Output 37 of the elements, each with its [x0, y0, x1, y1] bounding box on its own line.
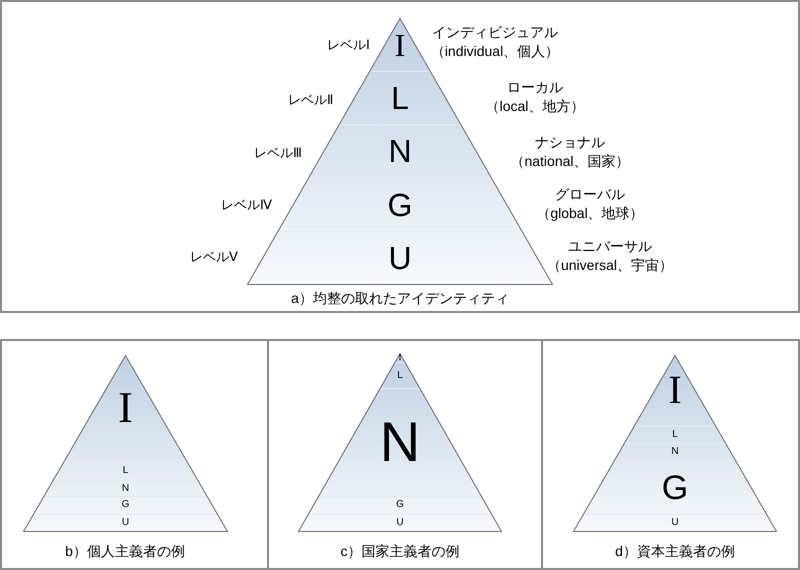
level-letter: L: [672, 430, 678, 440]
level-letter: N: [388, 135, 412, 168]
level-label: レベルⅤ: [190, 248, 238, 266]
level-letter: N: [122, 484, 130, 494]
level-letter: G: [388, 188, 412, 221]
level-letter: U: [388, 242, 412, 274]
level-letter: L: [391, 82, 409, 114]
level-label: レベルⅡ: [288, 91, 333, 109]
level-label: レベルⅣ: [221, 196, 272, 214]
level-letter: I: [118, 386, 133, 430]
pyramid-caption: b）個人主義者の例: [65, 542, 185, 561]
level-letter: U: [671, 518, 679, 528]
level-letter: U: [396, 518, 404, 528]
level-letter: N: [671, 447, 679, 458]
pyramid-caption: a）均整の取れたアイデンティティ: [291, 289, 509, 308]
level-letter: G: [662, 470, 688, 505]
pyramid-caption: d）資本主義者の例: [615, 542, 735, 561]
level-label: レベルⅢ: [254, 144, 302, 162]
pyramid-triangle: [573, 355, 777, 532]
level-letter: N: [380, 414, 420, 470]
pyramid-triangle: [298, 353, 502, 532]
level-letter: G: [122, 500, 130, 510]
level-letter: G: [396, 500, 404, 510]
level-letter: U: [122, 518, 130, 528]
level-letter: I: [394, 28, 406, 61]
pyramid-caption: c）国家主義者の例: [340, 542, 460, 561]
level-letter: I: [398, 353, 402, 362]
pyramid-triangle: [23, 355, 228, 532]
scale-name: ユニバーサル（universal、宇宙）: [546, 237, 674, 275]
scale-name: ローカル（local、地方）: [486, 78, 584, 116]
level-label: レベルⅠ: [327, 36, 370, 54]
level-letter: L: [122, 466, 128, 476]
scale-name: インディビジュアル（individual、個人）: [430, 23, 560, 61]
scale-name: ナショナル（national、国家）: [510, 133, 630, 171]
level-letter: I: [668, 370, 682, 410]
scale-name: グローバル（global、地球）: [536, 185, 644, 223]
level-letter: L: [397, 370, 403, 381]
